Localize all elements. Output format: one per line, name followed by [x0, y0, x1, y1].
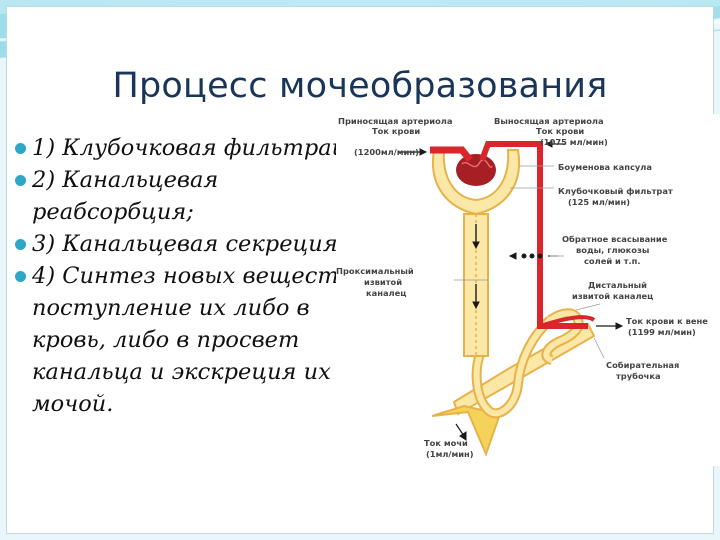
- bullet-text: 2) Канальцевая реабсорбция;: [32, 167, 219, 225]
- bullet-dot-icon: [15, 175, 26, 186]
- bullet-dot-icon: [15, 143, 26, 154]
- label-proximal-3: каналец: [366, 288, 406, 298]
- label-collecting-2: трубочка: [616, 371, 661, 381]
- urine-outlet: [431, 404, 502, 457]
- bullet-text: 1) Клубочковая фильтрация;: [32, 135, 385, 161]
- label-reabsorption-1: Обратное всасывание: [562, 234, 668, 244]
- slide-title: Процесс мочеобразования: [112, 66, 608, 106]
- bullet-item: 4) Синтез новых веществ и поступление их…: [14, 260, 386, 420]
- distal-tubule: [543, 310, 582, 363]
- label-vein-2: (1199 мл/мин): [628, 327, 696, 337]
- label-proximal-2: извитой: [364, 277, 402, 287]
- bullet-item: 3) Канальцевая секреция;: [14, 228, 386, 260]
- diagram-background: [336, 114, 720, 466]
- label-efferent-title: Выносящая артериола: [494, 116, 604, 126]
- bullet-dot-icon: [15, 271, 26, 282]
- bullet-item: 2) Канальцевая реабсорбция;: [14, 164, 386, 228]
- label-proximal-1: Проксимальный: [336, 266, 414, 276]
- glomerulus-capillaries: [461, 159, 493, 168]
- bullet-text: 3) Канальцевая секреция;: [32, 231, 346, 257]
- label-bowman-capsule: Боуменова капсула: [558, 162, 652, 172]
- label-efferent-flow: Ток крови: [536, 126, 584, 136]
- label-afferent-title: Приносящая артериола: [338, 116, 452, 126]
- label-reabsorption-2: воды, глюкозы: [576, 245, 649, 255]
- label-afferent-rate: (1200мл/мин): [354, 147, 419, 157]
- bullet-list: 1) Клубочковая фильтрация; 2) Канальцева…: [14, 132, 386, 420]
- glomerulus: [456, 154, 496, 186]
- label-collecting-1: Собирательная: [606, 360, 679, 370]
- bowman-capsule: [431, 149, 521, 216]
- label-filtrate-rate: (125 мл/мин): [568, 197, 630, 207]
- bullet-text: 4) Синтез новых веществ и поступление их…: [32, 263, 374, 417]
- vein-vessel: [539, 315, 596, 328]
- label-reabsorption-3: солей и т.п.: [584, 256, 641, 266]
- bullet-dot-icon: [15, 239, 26, 250]
- afferent-arteriole: [430, 146, 473, 163]
- nephron-diagram: Приносящая артериола Ток крови (1200мл/м…: [336, 114, 720, 466]
- bullet-item: 1) Клубочковая фильтрация;: [14, 132, 386, 164]
- efferent-arteriole: [479, 141, 588, 329]
- label-distal-1: Дистальный: [588, 280, 647, 290]
- label-urine-1: Ток мочи: [424, 438, 468, 448]
- label-filtrate: Клубочковый фильтрат: [558, 186, 673, 196]
- label-afferent-flow: Ток крови: [372, 126, 420, 136]
- label-urine-2: (1мл/мин): [426, 449, 474, 459]
- label-vein-1: Ток крови к вене: [626, 316, 708, 326]
- label-efferent-rate: (1075 мл/мин): [540, 137, 608, 147]
- leader-lines: [454, 165, 605, 359]
- loop-of-henle: [473, 317, 553, 417]
- label-distal-2: извитой каналец: [572, 291, 653, 301]
